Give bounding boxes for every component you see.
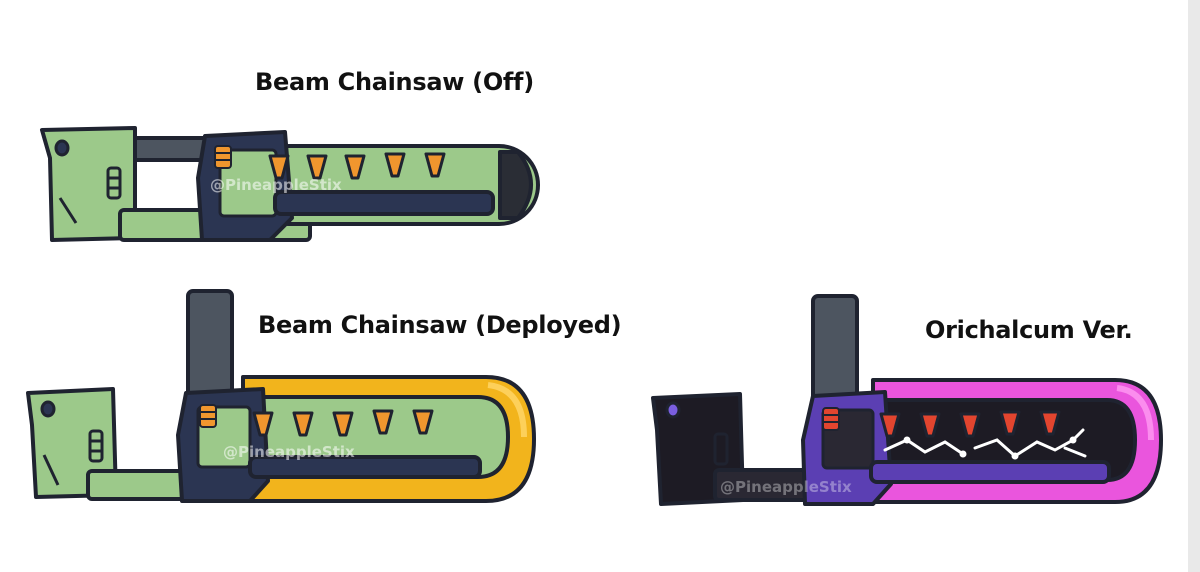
watermark-off: @PineappleStix xyxy=(210,176,342,194)
handle-details xyxy=(665,401,729,466)
beam-chainsaw-deployed-illustration: @PineappleStix xyxy=(26,289,536,503)
beam-chainsaw-deployed-label: Beam Chainsaw (Deployed) xyxy=(258,311,622,339)
red-vents xyxy=(879,410,1061,438)
frame-vent xyxy=(214,145,232,169)
handle-details xyxy=(54,139,122,224)
orange-vents xyxy=(268,152,446,180)
watermark-orichalcum: @PineappleStix xyxy=(720,478,852,496)
orange-vents xyxy=(252,409,434,437)
crystal-strands xyxy=(883,428,1087,460)
beam-chainsaw-off-label: Beam Chainsaw (Off) xyxy=(255,68,534,96)
orichalcum-version-label: Orichalcum Ver. xyxy=(925,316,1133,344)
page-edge-strip xyxy=(1188,0,1200,572)
frame-vent xyxy=(199,404,217,428)
blade-highlight xyxy=(487,382,527,438)
frame-vent xyxy=(822,407,840,431)
beam-chainsaw-off-illustration: @PineappleStix xyxy=(40,126,540,242)
watermark-deployed: @PineappleStix xyxy=(223,443,355,461)
orichalcum-chainsaw-illustration: @PineappleStix xyxy=(651,294,1163,506)
blade-highlight xyxy=(1116,385,1154,441)
handle-details xyxy=(40,400,104,486)
